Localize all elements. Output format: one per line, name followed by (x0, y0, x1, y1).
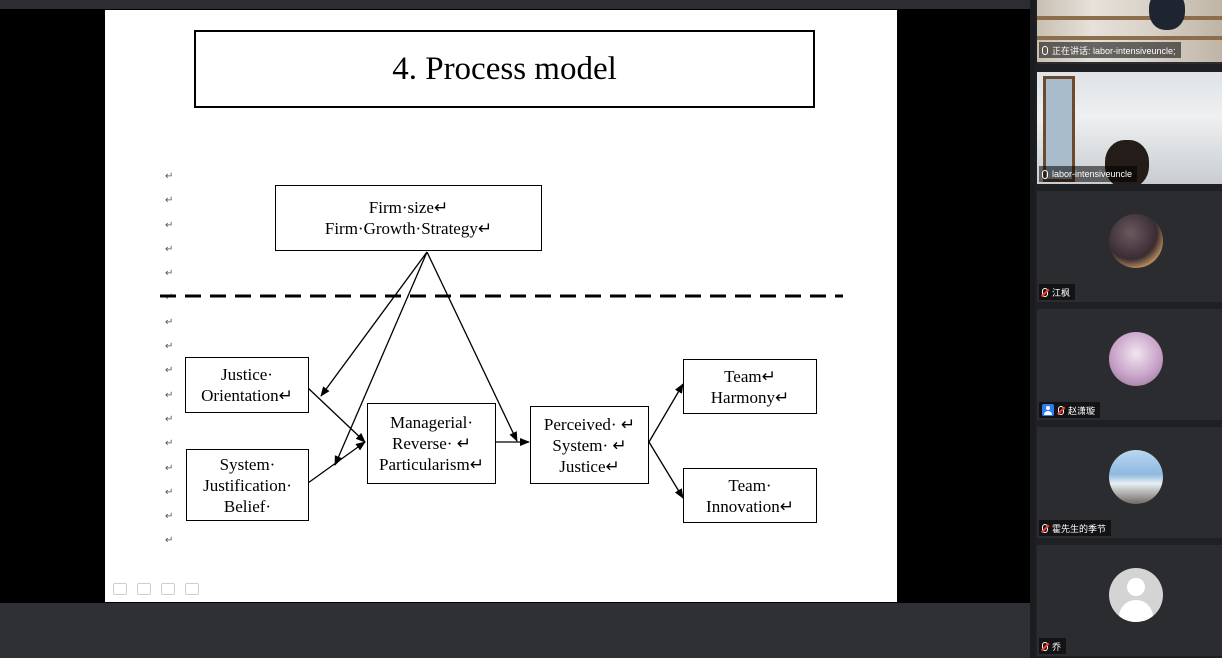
arrow-perceived-to-team-harmony (648, 383, 684, 443)
more-tool-icon[interactable] (185, 583, 199, 595)
speaker-video-tile[interactable]: 正在讲话: labor-intensiveuncle; (1037, 0, 1222, 64)
participant-name-bar: 乔 (1039, 638, 1067, 654)
meeting-toolbar (0, 603, 1030, 658)
participant-tile-3[interactable]: 赵潇璇 (1037, 309, 1222, 420)
slide-annotation-tools (113, 583, 199, 595)
pen-tool-icon[interactable] (137, 583, 151, 595)
participant-tile-2[interactable]: 江枫 (1037, 191, 1222, 302)
arrow-perceived-to-team-innovation (648, 441, 684, 499)
avatar (1109, 568, 1163, 622)
participant-name-bar: 霍先生的季节 (1039, 520, 1112, 536)
participant-name-bar: 江枫 (1039, 284, 1076, 300)
user-icon (1042, 404, 1054, 416)
avatar (1109, 214, 1163, 268)
participant-video-panel: 正在讲话: labor-intensiveuncle; labor-intens… (1035, 0, 1222, 658)
shared-slide: 4. Process model ↵ ↵ ↵ ↵ ↵ ↵ ↵ ↵ ↵ ↵ ↵ ↵… (105, 10, 897, 602)
panel-divider[interactable] (1030, 0, 1035, 658)
participant-name-bar: labor-intensiveuncle (1039, 166, 1138, 182)
system-justification-box: System· Justification· Belief· (186, 449, 309, 521)
pointer-tool-icon[interactable] (113, 583, 127, 595)
arrow-system-justification-to-managerial (307, 441, 366, 484)
perceived-system-justice-box: Perceived· ↵ System· ↵ Justice↵ (530, 406, 649, 484)
grid-tool-icon[interactable] (161, 583, 175, 595)
team-harmony-box: Team↵ Harmony↵ (683, 359, 817, 414)
participant-tile-4[interactable]: 霍先生的季节 (1037, 427, 1222, 538)
team-innovation-box: Team· Innovation↵ (683, 468, 817, 523)
process-model-arrows (160, 251, 843, 499)
mic-icon (1042, 45, 1048, 55)
slide-title: 4. Process model (194, 30, 815, 108)
paragraph-marks: ↵ ↵ ↵ ↵ ↵ ↵ ↵ ↵ ↵ ↵ ↵ ↵ ↵ ↵ ↵ ↵ (165, 171, 174, 547)
avatar (1109, 332, 1163, 386)
participant-tile-5[interactable]: 乔 (1037, 545, 1222, 656)
participant-tile-1[interactable]: labor-intensiveuncle (1037, 72, 1222, 184)
participant-camera-feed (1037, 72, 1222, 184)
managerial-reverse-particularism-box: Managerial· Reverse· ↵ Particularism↵ (367, 403, 496, 484)
mic-muted-icon (1042, 641, 1048, 651)
firm-size-strategy-box: Firm·size↵ Firm·Growth·Strategy↵ (275, 185, 542, 251)
arrow-firm-to-system-justification (334, 251, 428, 466)
mic-muted-icon (1042, 287, 1048, 297)
mic-muted-icon (1042, 523, 1048, 533)
mic-icon (1042, 169, 1048, 179)
mic-muted-icon (1058, 405, 1064, 415)
arrow-firm-to-perceived-justice (426, 251, 518, 442)
participant-name-bar: 赵潇璇 (1039, 402, 1101, 418)
arrow-justice-orientation-to-managerial (307, 387, 366, 443)
arrow-firm-to-justice-orientation (320, 251, 428, 397)
speaker-name-bar: 正在讲话: labor-intensiveuncle; (1039, 42, 1181, 58)
window-top-bar (0, 0, 1030, 9)
justice-orientation-box: Justice· Orientation↵ (185, 357, 309, 413)
avatar (1109, 450, 1163, 504)
